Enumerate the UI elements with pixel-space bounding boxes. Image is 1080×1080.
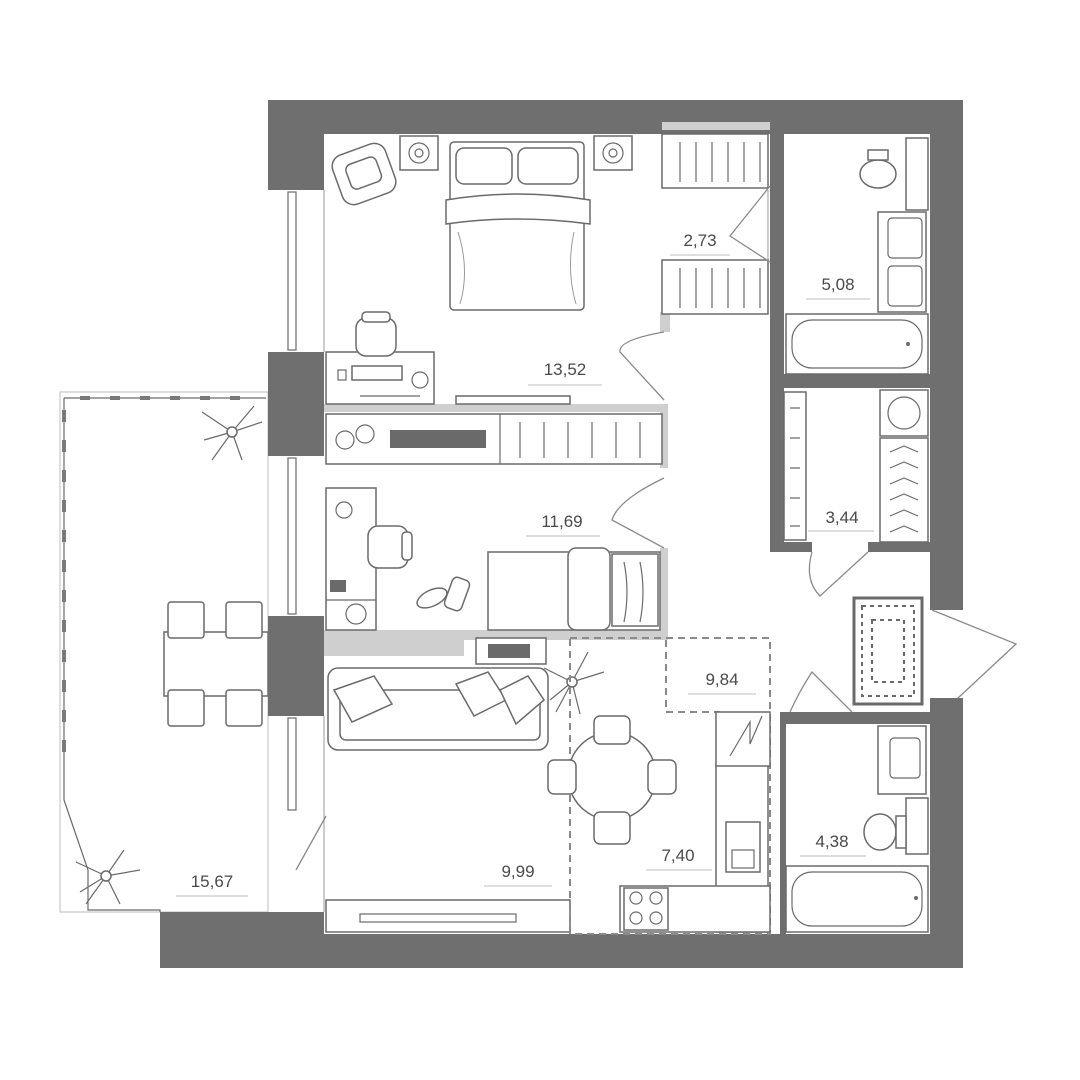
shelf-rack: [783, 391, 807, 541]
single-bed: [487, 547, 661, 631]
tv-stand: [455, 395, 571, 405]
office-chair: [355, 311, 397, 357]
washbasin-icon: [877, 725, 927, 795]
area-label-balcony: 15,67: [191, 872, 234, 891]
walls: [160, 100, 963, 968]
windows: [287, 190, 327, 912]
area-label-living-room: 9,99: [501, 862, 534, 881]
balcony: [59, 391, 269, 913]
plant-icon: [75, 849, 141, 905]
area-label-bathroom-2: 4,38: [815, 832, 848, 851]
bathroom-2-door: [789, 670, 853, 713]
entrance-door: [931, 609, 1018, 699]
fridge-icon: [715, 711, 771, 767]
area-label-bathroom-1: 5,08: [821, 275, 854, 294]
kitchen: [547, 637, 771, 935]
tv-stand: [325, 899, 571, 933]
office-chair: [367, 525, 413, 569]
armchair: [331, 142, 397, 206]
doormat: [852, 596, 924, 706]
washing-machine-icon: [879, 389, 929, 437]
double-bed: [445, 141, 591, 311]
shelf-unit: [325, 413, 663, 465]
stove-icon: [623, 887, 669, 931]
kids-room: [325, 413, 665, 631]
closet-door: [729, 185, 771, 263]
bathtub-icon: [785, 313, 929, 375]
area-label-hallway: 9,84: [705, 670, 738, 689]
toilet-icon: [863, 813, 907, 851]
wardrobe-bottom: [661, 259, 769, 315]
plant-icon: [543, 651, 605, 715]
toy-car-icon: [416, 576, 471, 612]
kids-room-door: [611, 477, 665, 549]
bathroom-1: [785, 137, 929, 375]
sofa: [327, 667, 549, 751]
dining-table-round: [547, 715, 677, 845]
bathroom-2: [785, 725, 929, 933]
towel-rack: [905, 797, 929, 855]
nightstand-left: [399, 135, 439, 171]
laundry-door: [808, 551, 869, 597]
toilet-icon: [859, 149, 897, 189]
area-label-kitchen: 7,40: [661, 846, 694, 865]
towel-rack: [905, 137, 929, 211]
desk-bedroom: [325, 351, 435, 405]
kitchen-counter: [619, 763, 771, 933]
area-label-kids-room: 11,69: [541, 512, 582, 531]
washbasin-icon: [877, 211, 927, 313]
area-label-closet: 2,73: [683, 231, 716, 250]
area-label-bedroom: 13,52: [544, 360, 587, 379]
plant-icon: [201, 405, 263, 461]
bedroom-door: [619, 331, 665, 401]
balcony-railing: [62, 396, 240, 752]
bedroom: [325, 133, 771, 405]
nightstand-right: [593, 135, 633, 171]
living-room: [325, 637, 605, 933]
hallway: [789, 551, 1018, 713]
books-shelf: [475, 637, 547, 665]
area-label-laundry: 3,44: [825, 508, 858, 527]
wardrobe-top: [661, 133, 769, 189]
bathtub-icon: [785, 865, 929, 933]
laundry: [783, 389, 929, 543]
clothes-rack: [879, 437, 929, 543]
area-labels: 13,52 2,73 5,08 11,69 3,44 9,84 7,40 9,9…: [176, 231, 874, 897]
